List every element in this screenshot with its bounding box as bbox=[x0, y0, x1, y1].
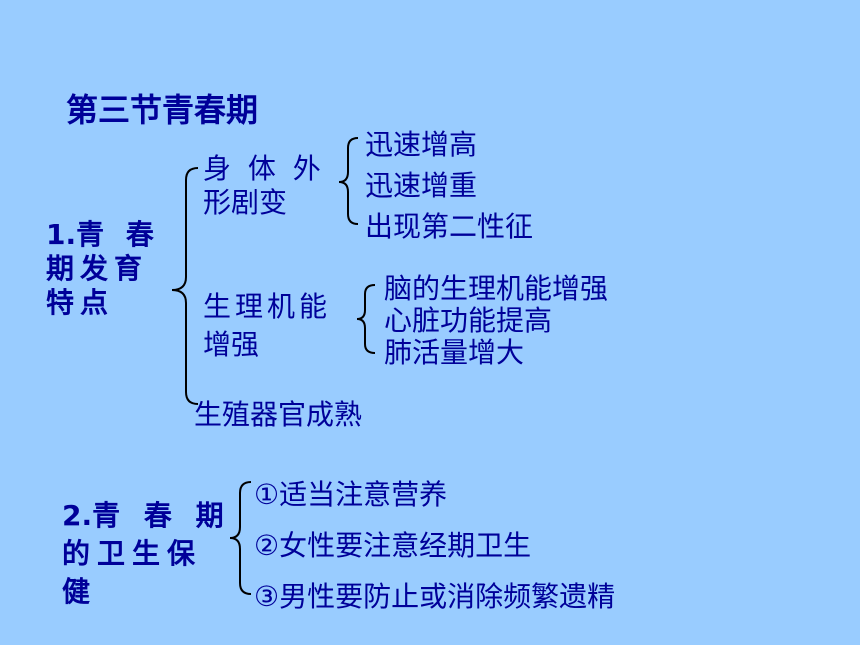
brace-body-change bbox=[338, 137, 359, 225]
slide-title: 第三节青春期 bbox=[66, 91, 259, 129]
hygiene-item-1: ①适当注意营养 bbox=[254, 478, 448, 511]
body-change-item-2: 迅速增重 bbox=[365, 169, 478, 202]
brace-section1 bbox=[171, 167, 199, 405]
body-change-label-line-2: 形剧变 bbox=[203, 186, 288, 220]
section1-number: 1. bbox=[46, 218, 77, 251]
function-label-line-2: 增强 bbox=[203, 328, 260, 361]
brace-section2 bbox=[229, 481, 252, 595]
section2-label-line-2: 的卫生保 bbox=[62, 537, 203, 570]
organ-maturity: 生殖器官成熟 bbox=[194, 398, 363, 431]
body-change-item-1: 迅速增高 bbox=[365, 128, 478, 161]
function-item-3: 肺活量增大 bbox=[384, 336, 525, 369]
function-item-2: 心脏功能提高 bbox=[384, 304, 553, 337]
function-label: 生理机能 增强 bbox=[203, 288, 331, 364]
section1-label-line-1: 青 春 bbox=[76, 218, 160, 251]
hygiene-items: ①适当注意营养 ②女性要注意经期卫生 ③男性要防止或消除频繁遗精 bbox=[254, 469, 615, 622]
body-change-label: 身 体 外 形剧变 bbox=[203, 152, 325, 220]
section2-label: 2.青 春 期 的卫生保 健 bbox=[62, 497, 231, 611]
body-change-label-line-1: 身 体 外 bbox=[203, 152, 325, 185]
hygiene-item-2: ②女性要注意经期卫生 bbox=[254, 529, 532, 562]
section1-label-line-2: 期发育 bbox=[46, 252, 149, 286]
section2-label-line-1: 青 春 期 bbox=[92, 499, 231, 532]
section1-label-line-3: 特点 bbox=[46, 286, 115, 320]
function-label-line-1: 生理机能 bbox=[203, 290, 332, 323]
section2-number: 2. bbox=[62, 499, 93, 532]
function-item-1: 脑的生理机能增强 bbox=[384, 272, 609, 305]
hygiene-item-3: ③男性要防止或消除频繁遗精 bbox=[254, 580, 616, 613]
section1-label: 1.青 春 期发育 特点 bbox=[46, 218, 160, 320]
section2-label-line-3: 健 bbox=[62, 575, 98, 608]
body-change-item-3: 出现第二性征 bbox=[365, 210, 534, 243]
function-items: 脑的生理机能增强 心脏功能提高 肺活量增大 bbox=[384, 273, 608, 369]
brace-function bbox=[356, 284, 376, 354]
body-change-items: 迅速增高 迅速增重 出现第二性征 bbox=[365, 124, 533, 247]
